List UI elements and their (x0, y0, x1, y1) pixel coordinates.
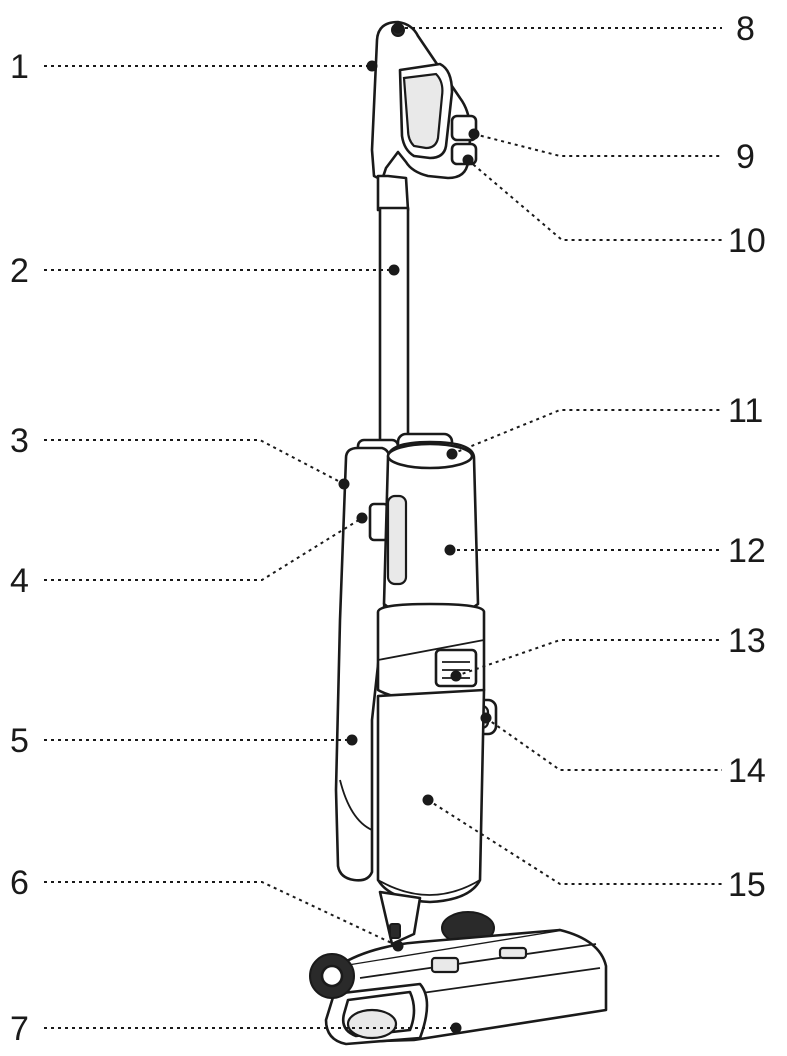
callout-11: 11 (728, 392, 763, 430)
callout-1: 1 (10, 48, 29, 86)
callout-2: 2 (10, 252, 29, 290)
leader-lines (44, 22, 722, 1034)
callout-14: 14 (728, 752, 766, 790)
callout-4: 4 (10, 562, 29, 600)
callout-5: 5 (10, 722, 29, 760)
callout-8: 8 (736, 10, 755, 48)
clean-water-tank (334, 446, 392, 882)
callout-numbers: 1 2 3 4 5 6 7 8 9 10 11 12 13 14 15 (10, 10, 766, 1048)
callout-15: 15 (728, 866, 766, 904)
vacuum-illustration (309, 20, 608, 1046)
callout-3: 3 (10, 422, 29, 460)
callout-9: 9 (736, 138, 755, 176)
callout-12: 12 (728, 532, 766, 570)
callout-10: 10 (728, 222, 766, 260)
callout-13: 13 (728, 622, 766, 660)
handle-grip (370, 20, 472, 182)
callout-6: 6 (10, 864, 29, 902)
handle-shaft (378, 206, 410, 450)
callout-7: 7 (10, 1010, 29, 1048)
tank-indicator (434, 648, 478, 688)
